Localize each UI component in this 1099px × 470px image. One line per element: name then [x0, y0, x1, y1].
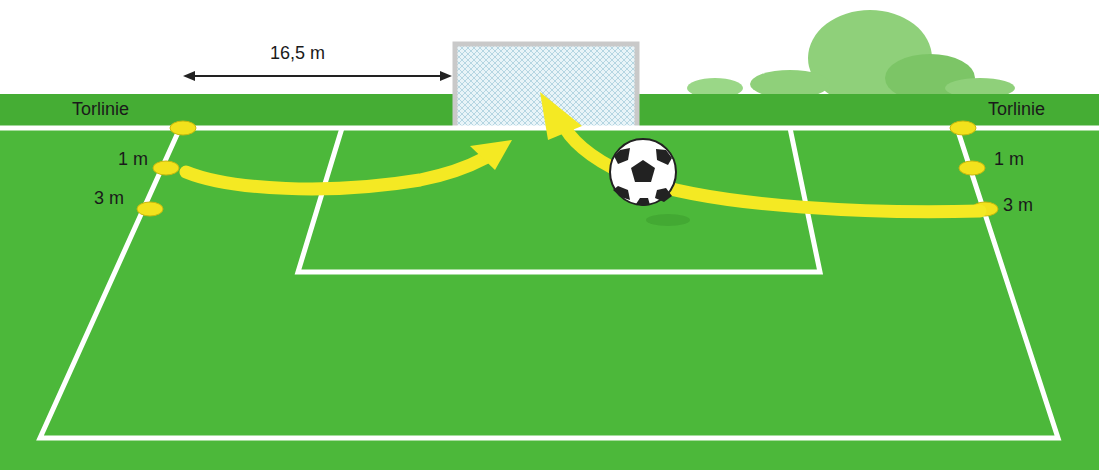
arrowhead: [540, 92, 582, 140]
cones: [137, 121, 998, 216]
goal-line-label: Torlinie: [72, 100, 129, 120]
soccer-ball: [610, 139, 690, 226]
distance-label: 1 m: [118, 150, 148, 170]
dimension-label: 16,5 m: [270, 44, 325, 64]
grass: [0, 94, 1099, 470]
bushes: [687, 10, 1015, 106]
distance-label: 3 m: [94, 189, 124, 209]
distance-label: 1 m: [994, 150, 1024, 170]
distance-label: 3 m: [1003, 196, 1033, 216]
goal-line-label: Torlinie: [988, 100, 1045, 120]
arrowhead: [470, 140, 512, 170]
dimension-arrow: [183, 71, 452, 81]
run-arrows: [186, 128, 980, 212]
field-lines: [0, 128, 1099, 438]
